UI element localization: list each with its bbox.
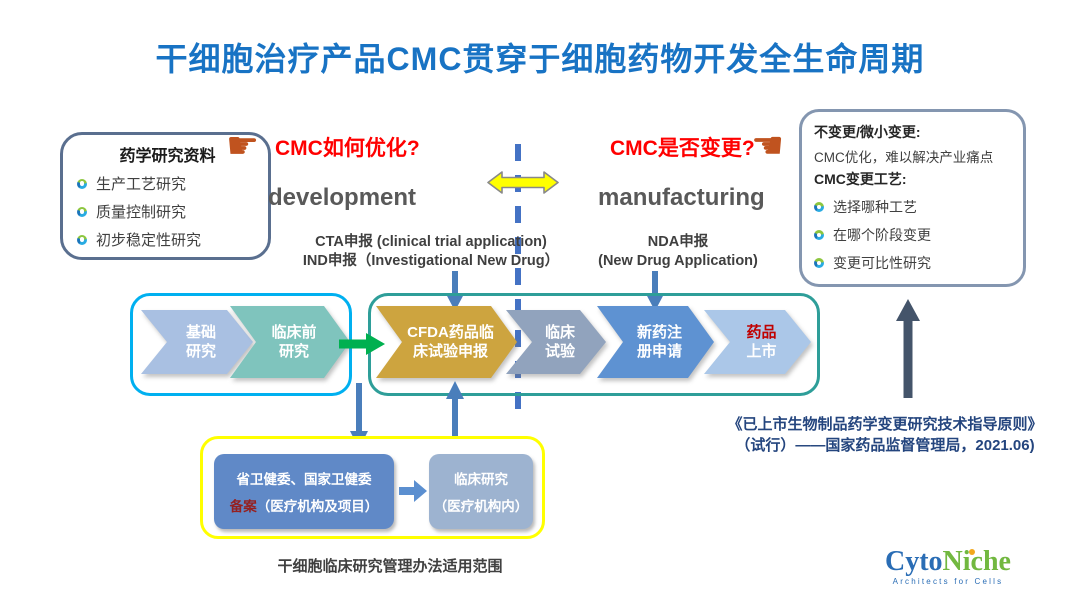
pointing-hand-left-icon: ☚ <box>751 124 785 167</box>
step-label: CFDA药品临 <box>407 324 494 341</box>
navy-up-arrow-icon <box>896 299 920 403</box>
guideline-line2: （试行）——国家药品监督管理局，2021.06) <box>735 437 1035 454</box>
step-label: 床试验申报 <box>412 343 488 360</box>
pharma-item-label: 初步稳定性研究 <box>96 232 202 249</box>
nda-line1: NDA申报 <box>647 234 709 250</box>
step-label: 新药注 <box>636 324 682 341</box>
logo-wordmark: CytoNiche <box>885 547 1011 577</box>
up-arrow-icon <box>446 381 464 458</box>
question-change: CMC是否变更? <box>610 137 755 160</box>
step-label: 册申请 <box>636 343 682 360</box>
no-change-heading: 不变更/微小变更: <box>814 124 921 140</box>
list-item: 变更可比性研究 <box>814 253 1015 273</box>
list-item: 质量控制研究 <box>77 201 258 222</box>
step-label: 临床 <box>544 324 575 341</box>
step-label: 研究 <box>185 343 216 360</box>
guideline-citation: 《已上市生物制品药学变更研究技术指导原则》 （试行）——国家药品监督管理局，20… <box>700 414 1070 456</box>
step-label: 临床前 <box>271 324 317 341</box>
cytoniche-logo: CytoNiche Architects for Cells <box>868 547 1028 587</box>
step-drug-launch: 药品 上市 <box>704 310 811 374</box>
down-arrow-icon <box>446 271 464 316</box>
double-headed-arrow-icon <box>474 169 572 201</box>
bullet-ring-icon <box>77 234 87 245</box>
step-preclinical-research: 临床前 研究 <box>230 306 350 378</box>
right-arrow-icon <box>399 479 427 508</box>
change-process-heading: CMC变更工艺: <box>814 171 907 187</box>
step-basic-research: 基础 研究 <box>141 310 253 374</box>
list-item: 选择哪种工艺 <box>814 197 1015 217</box>
ind-line: IND申报（Investigational New Drug） <box>302 253 560 269</box>
bullet-ring-icon <box>814 258 824 268</box>
clinical-line1: 临床研究 <box>454 472 508 487</box>
step-label: 研究 <box>278 343 309 360</box>
pharma-item-label: 质量控制研究 <box>96 204 187 221</box>
change-item-label: 在哪个阶段变更 <box>833 227 931 243</box>
page-title: 干细胞治疗产品CMC贯穿于细胞药物开发全生命周期 <box>155 41 925 77</box>
step-label: 上市 <box>746 343 777 360</box>
filing-line1: 省卫健委、国家卫健委 <box>236 472 372 487</box>
step-clinical-trial: 临床 试验 <box>506 310 606 374</box>
scope-caption: 干细胞临床研究管理办法适用范围 <box>277 558 503 575</box>
logo-part-cyto: Cyto <box>885 546 943 577</box>
pharma-item-label: 生产工艺研究 <box>96 176 187 193</box>
step-nda-registration: 新药注 册申请 <box>597 306 714 378</box>
pointing-hand-right-icon: ☛ <box>226 124 260 167</box>
list-item: 生产工艺研究 <box>77 173 258 194</box>
bullet-ring-icon <box>814 202 824 212</box>
question-optimize: CMC如何优化? <box>275 137 420 160</box>
bullet-ring-icon <box>814 230 824 240</box>
down-arrow-icon <box>646 271 664 316</box>
phase-manufacturing-label: manufacturing <box>598 184 765 211</box>
change-considerations-panel: 不变更/微小变更: CMC优化，难以解决产业痛点 CMC变更工艺: 选择哪种工艺… <box>799 109 1026 287</box>
bullet-ring-icon <box>77 206 87 217</box>
guideline-line1: 《已上市生物制品药学变更研究技术指导原则》 <box>727 416 1043 433</box>
change-item-label: 选择哪种工艺 <box>833 199 917 215</box>
bullet-ring-icon <box>77 178 87 189</box>
step-cfda-application: CFDA药品临 床试验申报 <box>376 306 517 378</box>
filing-rest: （医疗机构及项目） <box>256 499 379 514</box>
nda-line2: (New Drug Application) <box>598 253 758 269</box>
step-label: 基础 <box>185 324 216 341</box>
clinical-line2: （医疗机构内） <box>433 499 529 514</box>
health-commission-filing-box: 省卫健委、国家卫健委 备案（医疗机构及项目） <box>214 454 394 529</box>
filing-line2: 备案（医疗机构及项目） <box>230 495 379 515</box>
dashed-divider-line <box>515 144 521 410</box>
down-arrow-icon <box>350 383 368 454</box>
pharma-research-title: 药学研究资料 <box>119 148 216 165</box>
logo-part-niche: Niche <box>942 546 1011 577</box>
green-connector-arrow-icon <box>339 331 385 362</box>
list-item: 初步稳定性研究 <box>77 229 258 250</box>
pharma-research-panel: 药学研究资料 生产工艺研究 质量控制研究 初步稳定性研究 <box>60 132 271 260</box>
cta-line: CTA申报 (clinical trial application) <box>315 234 547 250</box>
clinical-research-box: 临床研究 （医疗机构内） <box>429 454 533 529</box>
logo-dot-icon <box>969 549 975 555</box>
nda-label: NDA申报 (New Drug Application) <box>582 233 774 271</box>
list-item: 在哪个阶段变更 <box>814 225 1015 245</box>
phase-development-label: development <box>268 184 417 211</box>
change-item-label: 变更可比性研究 <box>833 255 931 271</box>
step-label-highlight: 药品 <box>746 324 777 341</box>
cta-ind-label: CTA申报 (clinical trial application) IND申报… <box>283 233 579 271</box>
no-change-line: CMC优化，难以解决产业痛点 <box>814 150 994 165</box>
logo-tagline: Architects for Cells <box>892 577 1004 586</box>
step-label: 试验 <box>544 343 575 360</box>
filing-keyword: 备案 <box>229 499 257 514</box>
